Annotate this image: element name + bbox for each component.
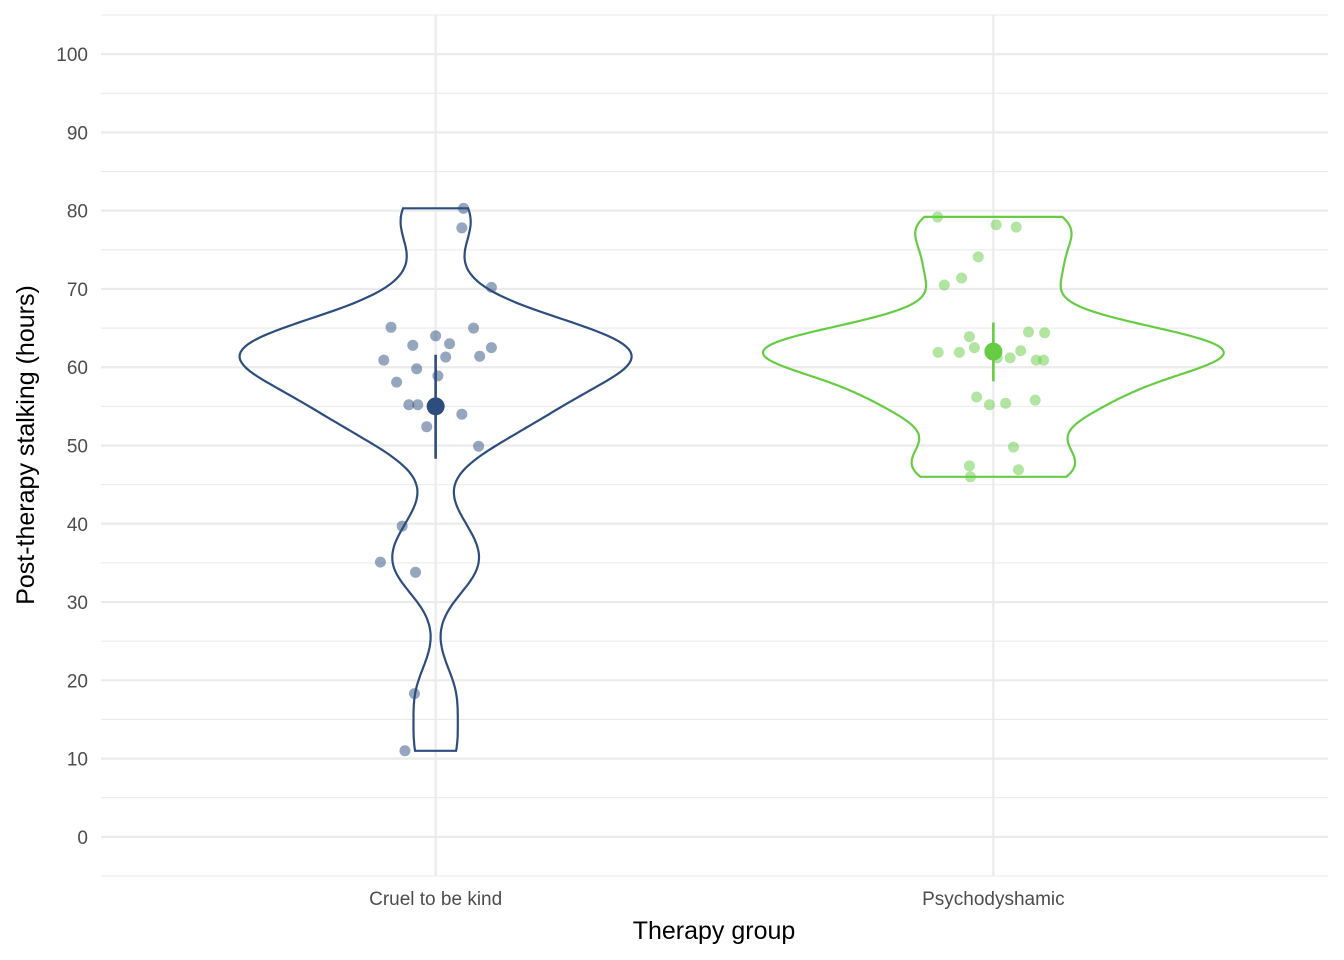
y-tick-label: 100 — [56, 45, 88, 66]
data-point — [440, 351, 452, 363]
data-point — [412, 399, 424, 411]
data-point — [399, 745, 411, 757]
data-point — [990, 219, 1002, 231]
data-point — [1029, 394, 1041, 406]
y-tick-label: 20 — [67, 671, 88, 692]
data-point — [410, 566, 422, 578]
x-axis-title: Therapy group — [633, 917, 796, 945]
y-axis-title: Post-therapy stalking (hours) — [12, 285, 40, 605]
data-point — [474, 350, 486, 362]
y-tick-label: 50 — [67, 437, 88, 458]
data-point — [374, 556, 386, 568]
data-point — [421, 421, 433, 433]
data-point — [983, 399, 995, 411]
y-tick-label: 10 — [67, 750, 88, 771]
data-point — [458, 202, 470, 214]
x-tick-label: Cruel to be kind — [369, 889, 502, 910]
data-point — [963, 331, 975, 343]
data-point — [1012, 464, 1024, 476]
data-point — [971, 391, 983, 403]
y-tick-label: 0 — [77, 828, 88, 849]
y-tick-label: 40 — [67, 515, 88, 536]
data-point — [1038, 354, 1050, 366]
violin-2 — [761, 215, 1225, 478]
x-tick-label: Psychodyshamic — [922, 889, 1065, 910]
data-point — [468, 322, 480, 334]
data-point — [1004, 352, 1016, 364]
data-point — [430, 330, 442, 342]
data-point — [1023, 326, 1035, 338]
y-tick-label: 80 — [67, 202, 88, 223]
data-point — [444, 338, 456, 350]
mean-point — [984, 342, 1003, 361]
y-tick-label: 70 — [67, 280, 88, 301]
data-point — [396, 520, 408, 532]
data-point — [956, 272, 968, 284]
data-point — [485, 342, 497, 354]
y-tick-label: 90 — [67, 123, 88, 144]
data-point — [1015, 345, 1027, 357]
data-point — [1007, 441, 1019, 453]
data-point — [1010, 221, 1022, 233]
data-point — [473, 440, 485, 452]
data-point — [456, 408, 468, 420]
data-point — [932, 346, 944, 358]
data-point — [1000, 397, 1012, 409]
data-point — [968, 342, 980, 354]
data-point — [378, 354, 390, 366]
data-point — [407, 339, 419, 351]
data-point — [964, 471, 976, 483]
data-point — [408, 688, 420, 700]
y-tick-label: 60 — [67, 358, 88, 379]
data-point — [385, 321, 397, 333]
mean-point — [426, 397, 445, 416]
data-point — [932, 211, 944, 223]
data-point — [391, 376, 403, 388]
data-point — [485, 281, 497, 293]
data-point — [953, 346, 965, 358]
y-tick-label: 30 — [67, 593, 88, 614]
data-point — [432, 370, 444, 382]
data-point — [972, 251, 984, 263]
data-point — [938, 279, 950, 291]
data-point — [1039, 327, 1051, 339]
data-point — [456, 222, 468, 234]
data-point — [403, 399, 415, 411]
data-point — [963, 460, 975, 472]
data-point — [411, 363, 423, 375]
